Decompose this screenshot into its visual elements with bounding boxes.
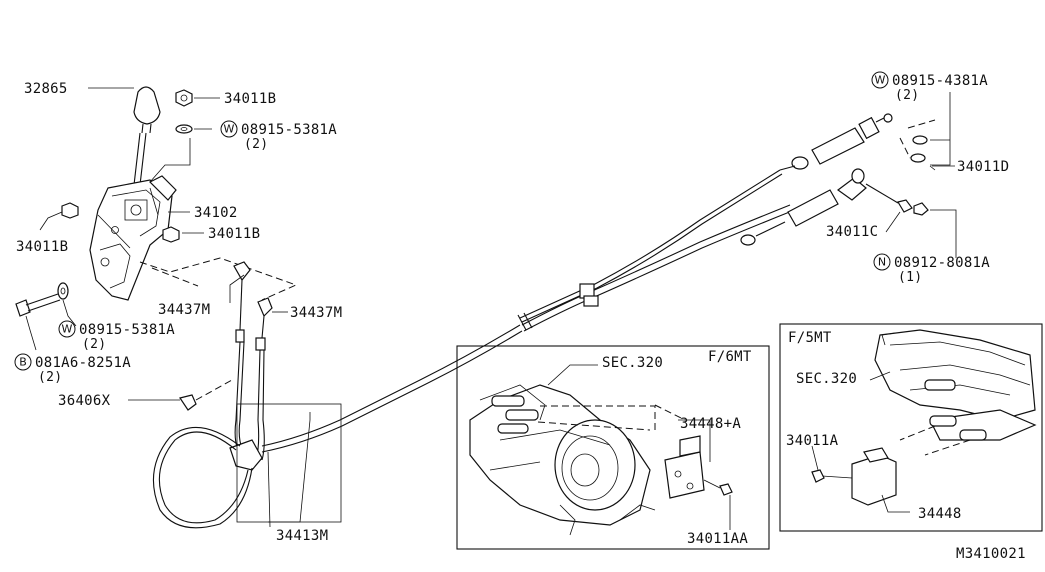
label-34448-plus-a: 34448+A: [680, 416, 741, 432]
label-sec320-f6mt: SEC.320: [602, 355, 663, 371]
inset-f6mt: [456, 345, 770, 550]
cable-end-upper-right: [779, 113, 893, 171]
label-36406x: 36406X: [58, 393, 111, 409]
washer-symbol-bottom: W: [58, 320, 76, 338]
nut-34011b-mid: [162, 226, 180, 243]
label-qty-2-d: (2): [895, 88, 919, 103]
shift-lever-base: [89, 175, 177, 301]
washer-symbol-right: W: [871, 71, 889, 89]
nut-symbol: N: [873, 253, 891, 271]
inset-f5mt: [779, 323, 1043, 532]
cable-end-34437m-b: [255, 297, 273, 351]
clip-36406x: [179, 394, 197, 411]
label-08912-8081a: 08912-8081A: [894, 255, 990, 271]
label-34448: 34448: [918, 506, 962, 522]
svg-text:W: W: [62, 323, 73, 336]
part-labels: 32865 34011B 08915-5381A (2) 34102 34011…: [16, 73, 1026, 562]
label-34011b-top: 34011B: [224, 91, 276, 107]
washer-top: [175, 124, 193, 134]
label-34102: 34102: [194, 205, 238, 221]
svg-text:W: W: [875, 74, 886, 87]
bolt-symbol: B: [14, 353, 32, 371]
label-081a6-8251a: 081A6-8251A: [35, 355, 131, 371]
label-08915-5381a-bottom: 08915-5381A: [79, 322, 175, 338]
label-34011d: 34011D: [957, 159, 1009, 175]
shift-knob: [133, 86, 161, 134]
label-08915-4381a: 08915-4381A: [892, 73, 988, 89]
washers-right: [910, 135, 936, 171]
cable-end-34437m-a: [233, 261, 251, 343]
svg-text:B: B: [19, 356, 27, 369]
label-qty-2-b: (2): [82, 337, 106, 352]
label-34011b-left: 34011B: [16, 239, 68, 255]
cable-end-lower-right: [740, 168, 929, 246]
label-32865: 32865: [24, 81, 68, 97]
label-34011b-mid: 34011B: [208, 226, 260, 242]
label-34011c: 34011C: [826, 224, 878, 240]
label-34413m: 34413M: [276, 528, 328, 544]
label-qty-2-c: (2): [38, 370, 62, 385]
label-sec320-f5mt: SEC.320: [796, 371, 857, 387]
washer-bottom: [57, 282, 69, 300]
label-34437m-b: 34437M: [290, 305, 342, 321]
nut-34011b-left: [61, 202, 79, 219]
label-qty-1: (1): [898, 270, 922, 285]
label-34011a: 34011A: [786, 433, 839, 449]
diagram-code: M3410021: [956, 546, 1026, 562]
label-f5mt: F/5MT: [788, 330, 832, 346]
nut-34011b-top: [175, 89, 193, 107]
bolt-081a6: [15, 293, 61, 317]
shift-cables: [152, 169, 793, 529]
label-qty-2-a: (2): [244, 137, 268, 152]
label-34437m-a: 34437M: [158, 302, 210, 318]
label-08915-5381a-top: 08915-5381A: [241, 122, 337, 138]
leader-lines: [25, 87, 957, 528]
washer-symbol-top: W: [220, 120, 238, 138]
label-34011aa: 34011AA: [687, 531, 748, 547]
label-f6mt: F/6MT: [708, 349, 752, 365]
svg-text:W: W: [224, 123, 235, 136]
shift-lever-rod: [133, 132, 147, 186]
svg-text:N: N: [878, 256, 886, 269]
